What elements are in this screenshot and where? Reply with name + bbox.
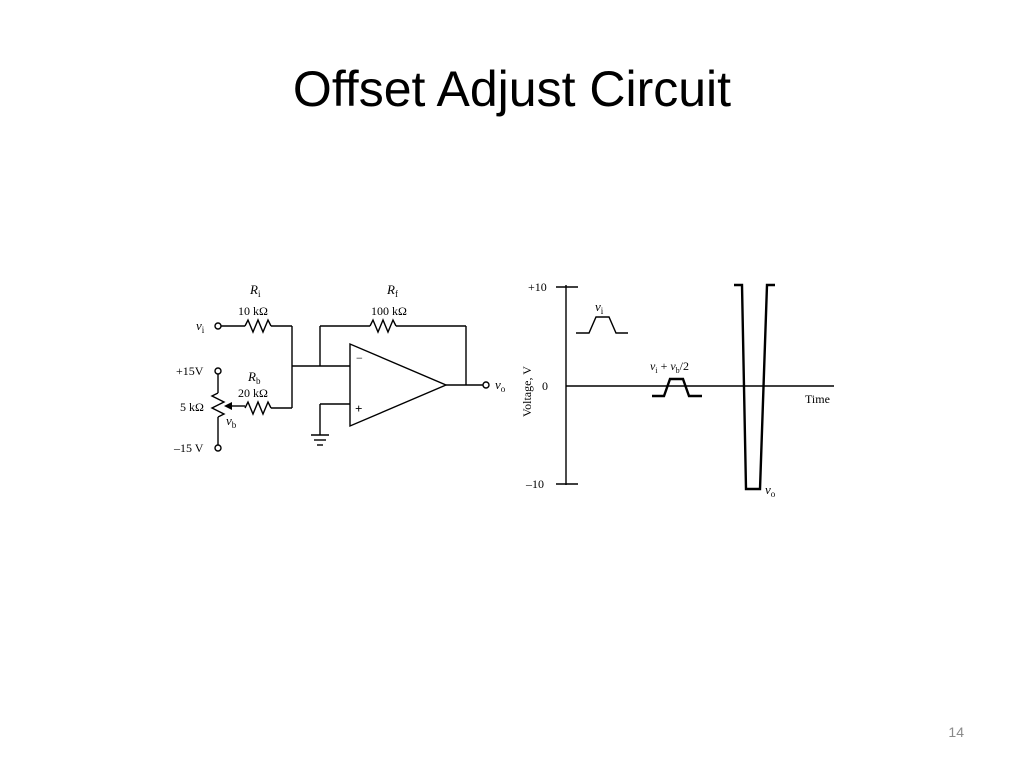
rb-label: Rb	[247, 369, 261, 386]
op-amp-noninverting-sign: +	[355, 401, 362, 416]
pos-supply-terminal	[214, 367, 222, 375]
pot-value-label: 5 kΩ	[180, 400, 204, 414]
x-axis-label: Time	[805, 392, 830, 406]
trace-vi-label: vi	[595, 299, 604, 316]
ri-label: Ri	[249, 282, 261, 299]
vo-label: vo	[495, 377, 506, 394]
vi-terminal	[214, 322, 222, 330]
op-amp	[349, 342, 448, 428]
slide-number: 14	[948, 724, 964, 740]
trace-vi	[576, 316, 628, 334]
y-axis-label: Voltage, V	[520, 366, 534, 417]
neg-supply-terminal	[214, 444, 222, 452]
ri-resistor	[244, 318, 272, 334]
trace-vi-plus-vb	[652, 377, 702, 398]
tick-label-top: +10	[528, 280, 547, 294]
ri-value: 10 kΩ	[238, 304, 268, 318]
slide-title: Offset Adjust Circuit	[292, 61, 732, 117]
voltage-time-graph: +10 0 –10 Voltage, V Time vi vi + vb/2 v…	[520, 280, 834, 499]
circuit-schematic: − + Ri 10 kΩ Rf 100 kΩ Rb 20 kΩ vi	[173, 282, 506, 455]
tick-label-zero: 0	[542, 379, 548, 393]
rb-value: 20 kΩ	[238, 386, 268, 400]
pos-supply-label: +15V	[176, 364, 204, 378]
rf-label: Rf	[386, 282, 398, 299]
pot-wiper-arrow	[224, 402, 232, 410]
trace-vi-plus-vb-label: vi + vb/2	[650, 359, 689, 375]
rb-resistor	[244, 400, 272, 416]
vi-label: vi	[196, 318, 205, 335]
potentiometer	[210, 392, 226, 418]
trace-vo-label: vo	[765, 482, 776, 499]
vo-terminal	[482, 381, 490, 389]
ground-symbol	[311, 434, 329, 446]
tick-label-bottom: –10	[525, 477, 544, 491]
neg-supply-label: –15 V	[173, 441, 204, 455]
rf-resistor	[369, 318, 397, 334]
rf-value: 100 kΩ	[371, 304, 407, 318]
op-amp-inverting-sign: −	[356, 351, 363, 365]
vb-label: vb	[226, 413, 237, 430]
trace-vo	[734, 283, 775, 491]
